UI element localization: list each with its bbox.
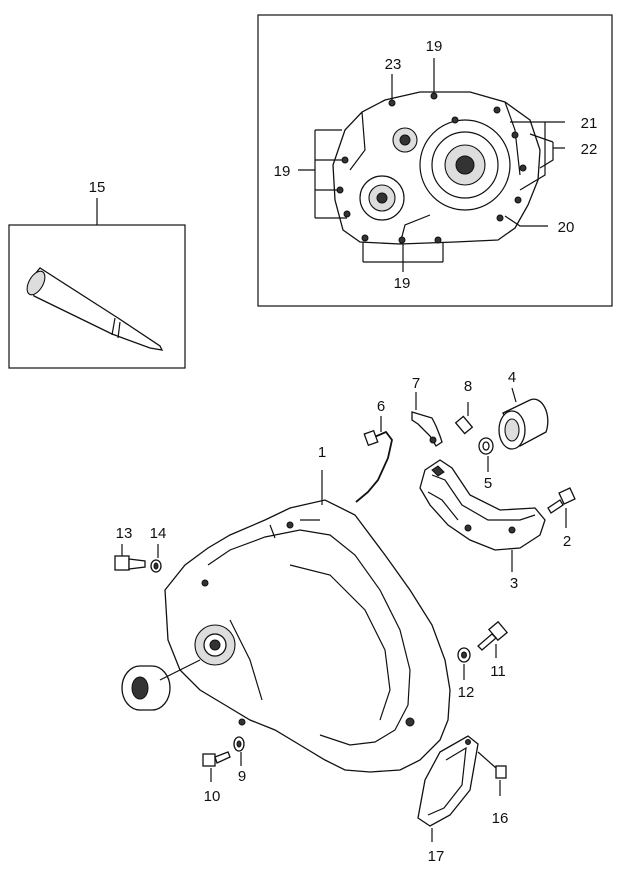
washer-12: 12 (457, 647, 475, 701)
bolt-10: 10 (202, 751, 231, 805)
callout-19-left: 19 (274, 163, 291, 180)
callout-4: 4 (508, 369, 516, 386)
cover-plate-17: 17 (417, 735, 479, 865)
callout-8: 8 (464, 378, 472, 395)
bolt-2: 2 (547, 487, 576, 550)
callout-23: 23 (385, 56, 402, 73)
bracket-7: 7 (411, 375, 443, 447)
cover-3: 3 (419, 459, 546, 592)
callout-21: 21 (581, 115, 598, 132)
callout-2: 2 (563, 533, 571, 550)
inset-frame (257, 14, 613, 307)
callout-11: 11 (490, 663, 506, 680)
callout-10: 10 (204, 788, 221, 805)
inset-leader-lines (298, 58, 565, 272)
callout-7: 7 (412, 375, 420, 392)
callout-17: 17 (428, 848, 445, 865)
sealant-tube-icon (26, 267, 164, 351)
pipe-6: 6 (355, 398, 393, 503)
bolt-8: 8 (454, 378, 474, 435)
converter-housing: 1 (164, 444, 451, 773)
callout-12: 12 (458, 684, 475, 701)
transaxle-housing-rear-view (332, 91, 541, 245)
washer-14: 14 (150, 525, 167, 573)
inset-panel: 19 23 21 22 19 20 19 (257, 14, 613, 307)
bearing-4: 4 (498, 369, 549, 450)
callout-9: 9 (238, 768, 246, 785)
bolt-13: 13 (114, 525, 146, 571)
callout-14: 14 (150, 525, 167, 542)
callout-5: 5 (484, 475, 492, 492)
callout-1: 1 (318, 444, 326, 461)
callout-15: 15 (89, 179, 106, 196)
callout-16: 16 (492, 810, 509, 827)
bearing-left (121, 659, 201, 711)
callout-19-bottom: 19 (394, 275, 411, 292)
sealant-panel: 15 (8, 179, 186, 369)
bolt-11: 11 (477, 620, 509, 680)
callout-13: 13 (116, 525, 133, 542)
oring-5: 5 (478, 437, 494, 492)
callout-20: 20 (558, 219, 575, 236)
callout-19-top: 19 (426, 38, 443, 55)
callout-22: 22 (581, 141, 598, 158)
bolt-16: 16 (477, 751, 509, 827)
housing-bolt-heads (336, 92, 527, 244)
callout-6: 6 (377, 398, 385, 415)
washer-9: 9 (233, 736, 246, 785)
callout-3: 3 (510, 575, 518, 592)
